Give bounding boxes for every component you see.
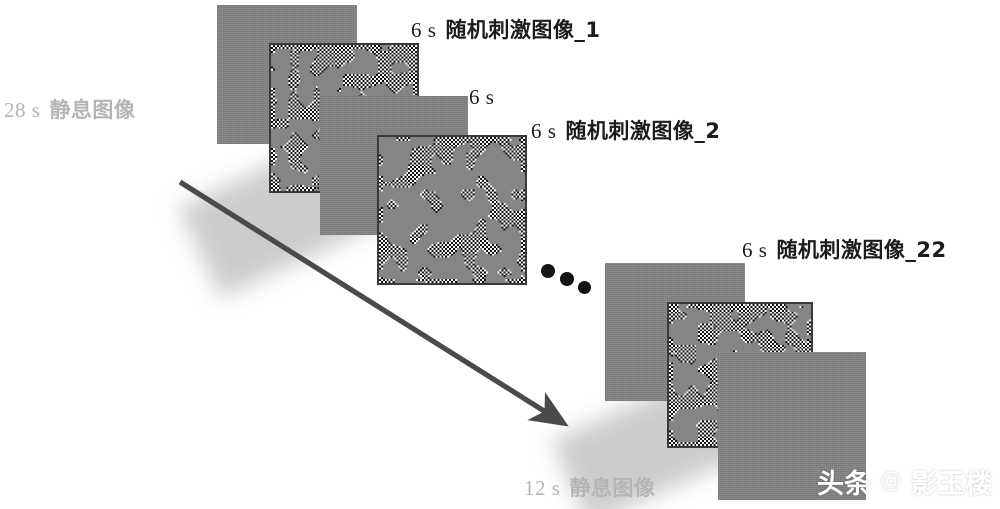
watermark: 头条 @ 影玉楼 <box>817 462 992 501</box>
rest-panel-4 <box>718 352 866 500</box>
watermark-handle: 影玉楼 <box>911 469 992 500</box>
stim-panel-2 <box>377 135 527 285</box>
watermark-at-icon: @ <box>878 467 904 495</box>
continuation-dot-3 <box>578 281 591 294</box>
label-rest-start: 28 s 静息图像 <box>4 94 135 124</box>
label-rest-mid-duration: 6 s <box>469 85 495 109</box>
label-stim-1-duration: 6 s <box>411 18 437 42</box>
label-stim-1-text: 随机刺激图像_1 <box>445 18 601 42</box>
label-rest-end-text: 静息图像 <box>569 476 656 500</box>
watermark-brand: 头条 <box>817 469 871 500</box>
continuation-dot-1 <box>541 264 555 278</box>
label-stim-22-text: 随机刺激图像_22 <box>776 238 947 262</box>
label-stim-1: 6 s 随机刺激图像_1 <box>411 14 601 44</box>
label-rest-mid: 6 s <box>469 84 494 110</box>
label-stim-2: 6 s 随机刺激图像_2 <box>531 115 721 145</box>
label-rest-start-text: 静息图像 <box>49 98 136 122</box>
timeline-arrow <box>178 179 569 427</box>
label-stim-2-duration: 6 s <box>531 119 557 143</box>
label-stim-22-duration: 6 s <box>742 238 768 262</box>
label-stim-22: 6 s 随机刺激图像_22 <box>742 234 947 264</box>
continuation-dot-2 <box>560 272 574 286</box>
label-stim-2-text: 随机刺激图像_2 <box>565 119 721 143</box>
label-rest-start-duration: 28 s <box>4 98 41 122</box>
label-rest-end: 12 s 静息图像 <box>524 472 655 502</box>
label-rest-end-duration: 12 s <box>524 476 561 500</box>
